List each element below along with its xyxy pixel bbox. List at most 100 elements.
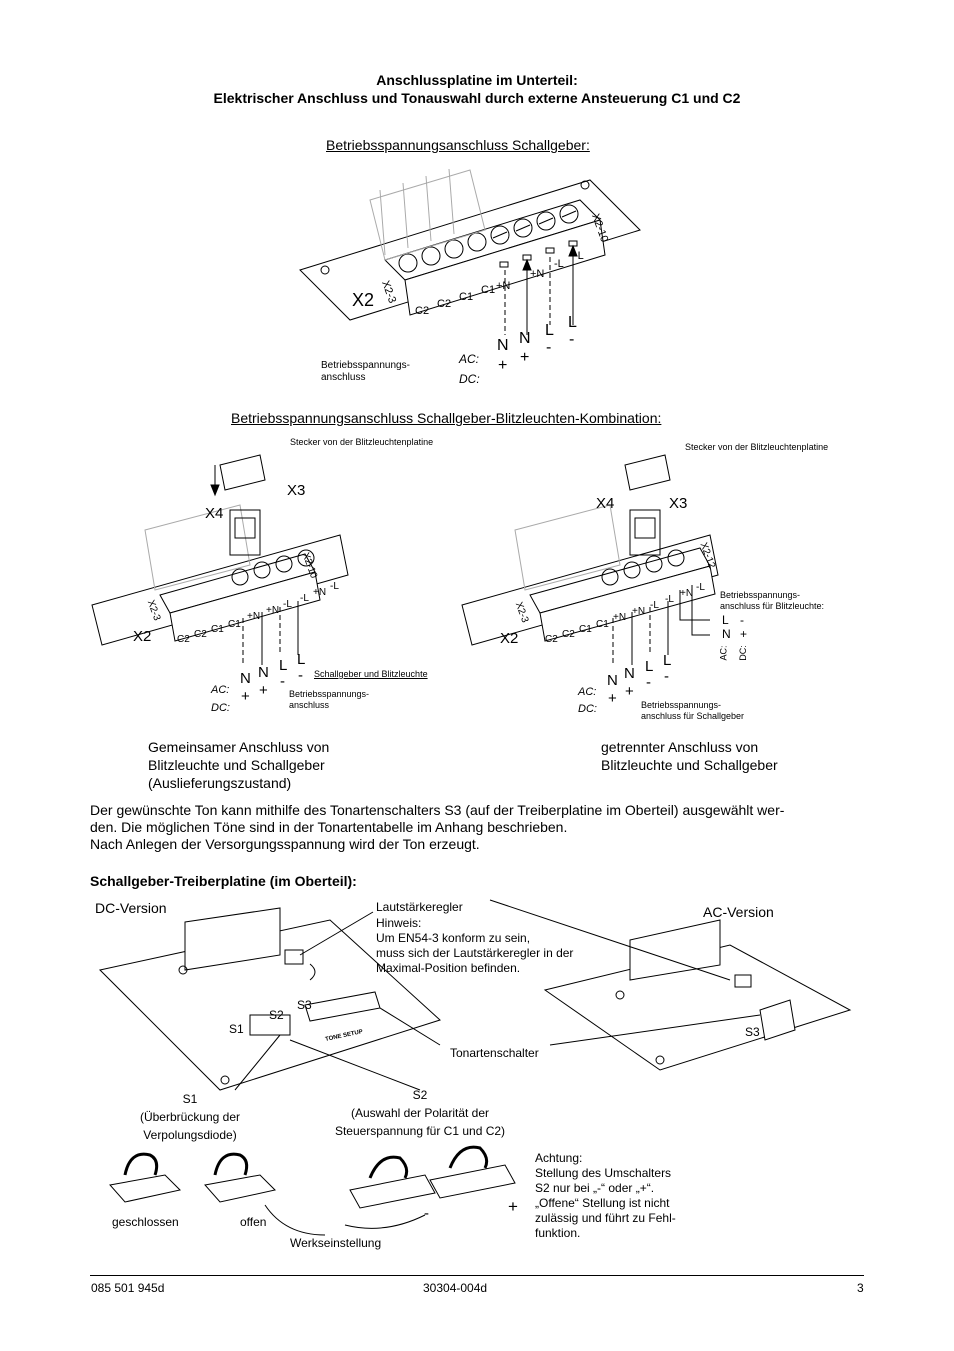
term-left-c1a: C1 [211, 624, 224, 635]
terminal-c2-2: C2 [437, 298, 452, 310]
terminal-plus-n-2: +N [530, 268, 545, 280]
term-right-c1b: C1 [596, 619, 609, 630]
ac-value-1: N [497, 337, 509, 354]
term-left-lB: -L [300, 593, 309, 604]
footer-doc-number: 085 501 945d [91, 1281, 165, 1295]
s1-description: S1 (Überbrückung der Verpolungsdiode) [139, 1092, 241, 1142]
term-right-lA: -L [650, 600, 659, 611]
terminal-c1-1: C1 [459, 291, 474, 303]
terminal-c2-1: C2 [415, 305, 430, 317]
right-dc-1: + [608, 690, 617, 707]
minus-sign: - [424, 1205, 429, 1222]
x3-label-right: X3 [669, 495, 688, 512]
jumper-illustrations [109, 1145, 516, 1236]
terminal-minus-l-1: -L [554, 258, 564, 270]
left-dc-1: + [241, 688, 250, 705]
flash-dc-plus: + [740, 627, 748, 641]
supply-label: Betriebsspannungs- anschluss [321, 360, 410, 383]
flash-ac-label: AC: [718, 645, 729, 661]
left-dc-2: + [259, 682, 268, 699]
ac-value-2: N [519, 330, 531, 347]
dc-value-2: + [520, 349, 530, 366]
connector-board-diagram: X2 [299, 168, 641, 335]
combination-diagram-left [91, 454, 349, 665]
volume-label: Lautstärkeregler [376, 900, 463, 914]
term-left-lA: -L [283, 599, 292, 610]
terminal-c1-2: C1 [481, 284, 496, 296]
s2-description: S2 (Auswahl der Polarität der Steuerspan… [334, 1088, 506, 1138]
term-left-c2b: C2 [194, 629, 207, 640]
term-right-nA: +N [613, 612, 627, 623]
left-dc-4: - [298, 667, 303, 684]
s3-label: S3 [297, 998, 312, 1012]
term-left-c1b: C1 [228, 619, 241, 630]
caption-left: Gemeinsamer Anschluss von Blitzleuchte u… [148, 739, 330, 791]
flash-ac-l: L [722, 613, 729, 627]
flash-ac-n: N [722, 627, 731, 641]
jumper-open-label: offen [240, 1215, 267, 1229]
combined-label: Schallgeber und Blitzleuchte [314, 669, 428, 679]
s1-label: S1 [229, 1022, 244, 1036]
warning-text: Achtung: Stellung des Umschalters S2 nur… [535, 1151, 676, 1240]
combination-diagram-right [461, 454, 719, 665]
left-ac-1: N [240, 670, 251, 687]
flash-supply-label: Betriebsspannungs- anschluss für Blitzle… [720, 590, 825, 611]
flash-dc-minus: - [740, 613, 744, 627]
left-dc-3: - [280, 673, 285, 690]
footer-rule [90, 1275, 864, 1276]
tone-switch-label: Tonartenschalter [450, 1046, 539, 1060]
plus-sign: + [508, 1197, 518, 1216]
x2-label-right: X2 [500, 630, 519, 647]
section1-heading: Betriebsspannungsanschluss Schallgeber: [326, 137, 590, 153]
dc-version-label: DC-Version [95, 900, 167, 916]
driver-board-diagram [98, 899, 852, 1091]
right-dc-3: - [646, 674, 651, 691]
term-right-lB: -L [665, 594, 674, 605]
x2-label: X2 [352, 290, 374, 310]
terminal-minus-l-2: -L [574, 250, 584, 262]
term-left-extra-n: +N [313, 587, 327, 598]
right-supply-label: Betriebsspannungs- anschluss für Schallg… [641, 700, 745, 721]
s2-label: S2 [269, 1008, 284, 1022]
section3-heading: Schallgeber-Treiberplatine (im Oberteil)… [90, 873, 357, 889]
dc-value-1: + [498, 357, 508, 374]
terminal-plus-n-1: +N [496, 280, 511, 292]
term-right-c1a: C1 [579, 624, 592, 635]
term-right-nB: +N [632, 606, 646, 617]
plug-label-right: Stecker von der Blitzleuchtenplatine [685, 442, 829, 452]
dc-value-4: - [569, 331, 575, 348]
left-ac-4: L [297, 651, 306, 668]
section2-heading: Betriebsspannungsanschluss Schallgeber-B… [231, 410, 662, 426]
footer-ref: 30304-004d [423, 1281, 488, 1295]
left-ac-3: L [279, 657, 288, 674]
term-left-nA: +N [247, 611, 261, 622]
term-right-c2b: C2 [562, 629, 575, 640]
page-subtitle: Elektrischer Anschluss und Tonauswahl du… [213, 90, 741, 106]
dc-label: DC: [459, 372, 480, 386]
footer-page-number: 3 [857, 1281, 864, 1295]
term-right-flash-n: +N [680, 588, 694, 599]
tone-paragraph: Der gewünschte Ton kann mithilfe des Ton… [90, 802, 785, 852]
left-ac-2: N [258, 664, 269, 681]
x3-label-left: X3 [287, 482, 306, 499]
left-dc-label: DC: [211, 702, 230, 714]
right-dc-2: + [625, 683, 634, 700]
dc-value-3: - [546, 339, 552, 356]
ac-value-3: L [545, 322, 554, 339]
ac-version-label: AC-Version [703, 904, 774, 920]
x4-label-left: X4 [205, 505, 224, 522]
jumper-closed-label: geschlossen [112, 1215, 179, 1229]
factory-setting-label: Werkseinstellung [290, 1236, 382, 1250]
ac-value-4: L [568, 314, 577, 331]
hint-text: Hinweis: Um EN54-3 konform zu sein, muss… [376, 916, 574, 975]
right-ac-4: L [663, 652, 672, 669]
caption-right: getrennter Anschluss von Blitzleuchte un… [601, 739, 778, 773]
x2-label-left: X2 [133, 628, 152, 645]
plug-label-left: Stecker von der Blitzleuchtenplatine [290, 437, 434, 447]
term-left-extra-l: -L [330, 581, 339, 592]
right-ac-3: L [645, 658, 654, 675]
term-right-c2a: C2 [545, 634, 558, 645]
right-ac-2: N [624, 665, 635, 682]
left-supply-label: Betriebsspannungs- anschluss [289, 689, 370, 710]
ac-label: AC: [459, 352, 480, 366]
